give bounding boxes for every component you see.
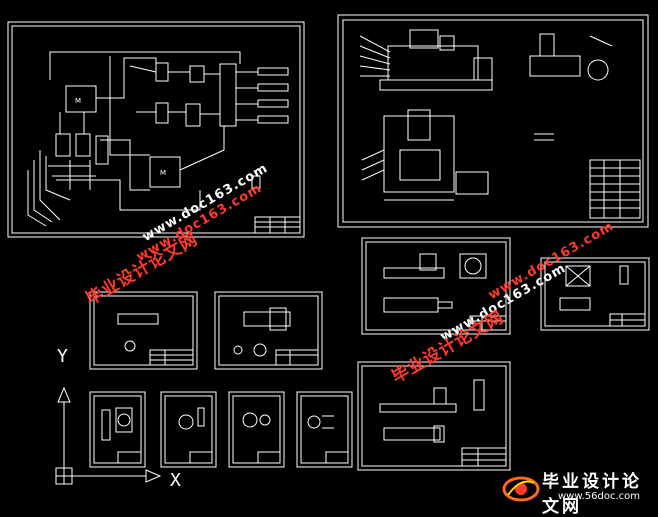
- svg-text:M: M: [160, 169, 166, 177]
- sheet-part-4[interactable]: [214, 291, 323, 370]
- sheet-part-7[interactable]: [160, 391, 217, 468]
- site-logo[interactable]: 毕业设计论文网 www.56doc.com: [498, 465, 658, 517]
- sheet-control-schematic[interactable]: M M: [7, 21, 305, 238]
- sheet-assembly[interactable]: [337, 14, 649, 228]
- sheet-part-3[interactable]: [89, 291, 198, 370]
- x-axis-label: X: [170, 470, 181, 491]
- sheet-part-5[interactable]: [357, 361, 511, 471]
- svg-text:M: M: [75, 97, 81, 105]
- logo-icon: [502, 476, 540, 502]
- logo-url[interactable]: www.56doc.com: [558, 491, 641, 502]
- sheet-part-6[interactable]: [89, 391, 146, 468]
- sheet-part-8[interactable]: [228, 391, 285, 468]
- y-axis-label: Y: [57, 346, 68, 367]
- ucs-icon: [55, 386, 162, 485]
- sheet-part-9[interactable]: [296, 391, 353, 468]
- sheet-part-1[interactable]: [361, 237, 511, 335]
- sheet-part-2[interactable]: [540, 257, 650, 331]
- sheet-part-10[interactable]: [438, 370, 439, 371]
